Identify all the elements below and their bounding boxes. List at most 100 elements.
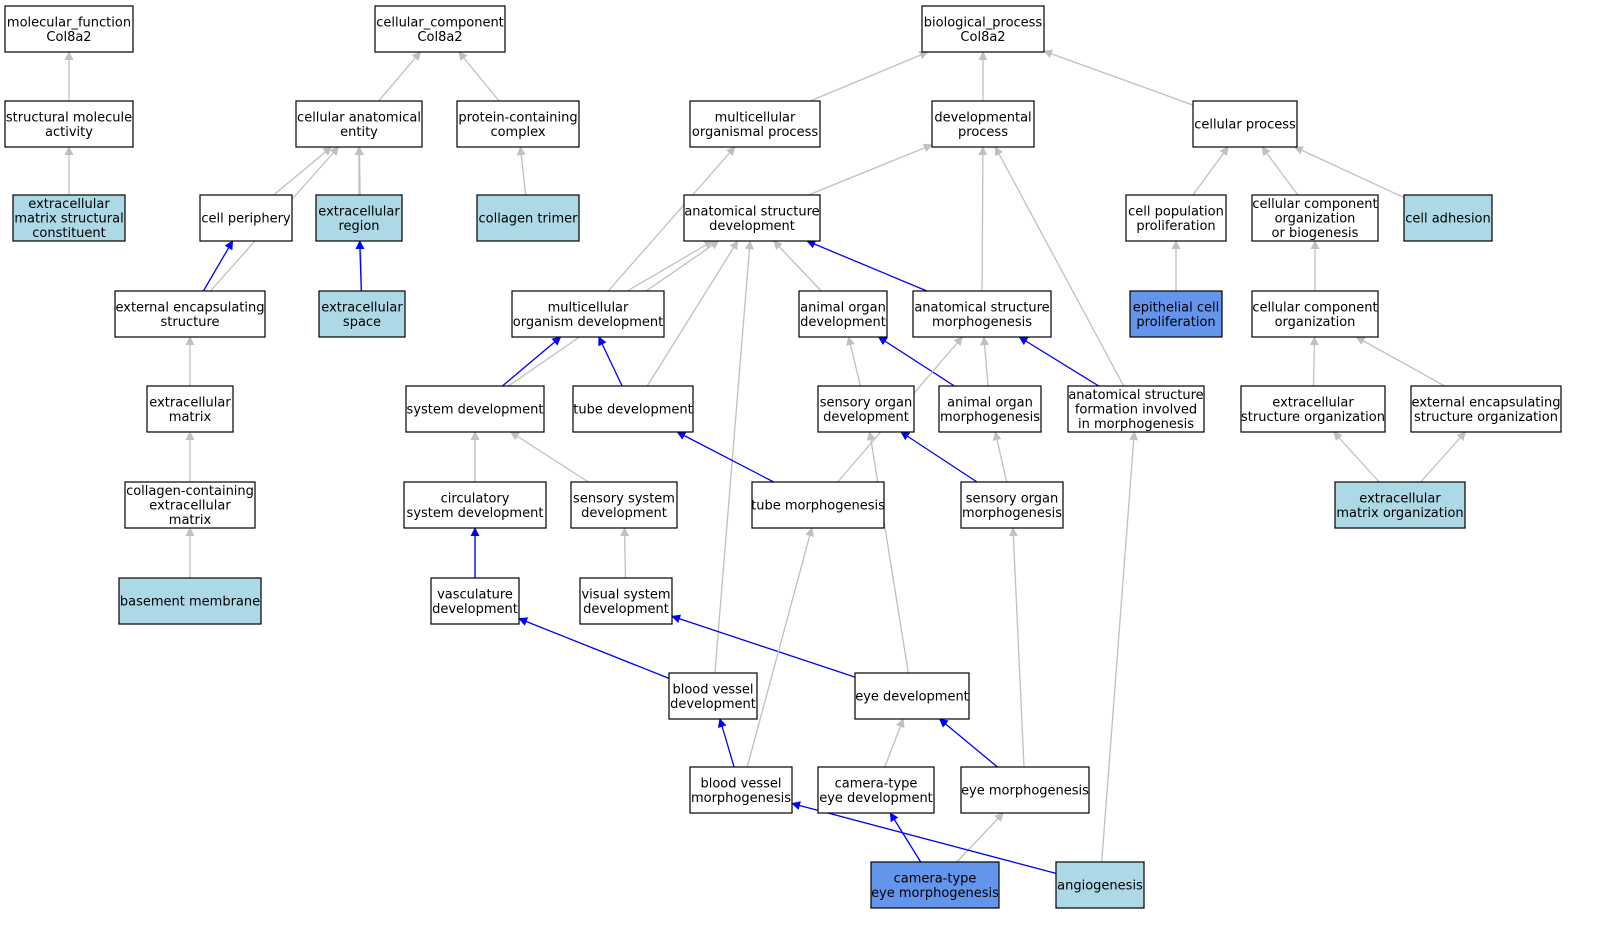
term-node-cellper[interactable]: cell periphery: [199, 194, 293, 242]
edge-part-of: [1018, 336, 1100, 387]
term-label-line: development: [583, 602, 669, 617]
edge-part-of: [501, 336, 562, 387]
term-node-cellp[interactable]: cellular process: [1192, 100, 1298, 148]
edge-is-a: [846, 336, 862, 387]
term-node-tubedev[interactable]: tube development: [572, 385, 694, 433]
term-label-line: external encapsulating: [115, 300, 264, 315]
term-node-eyem[interactable]: eye morphogenesis: [960, 766, 1090, 814]
edge-is-a: [1192, 146, 1229, 196]
term-box: [921, 5, 1045, 53]
edge-is-a: [773, 240, 822, 292]
term-box: [1125, 194, 1227, 242]
term-label-line: visual system: [581, 587, 670, 602]
edge-part-of: [598, 336, 623, 387]
term-label-line: space: [343, 315, 381, 330]
term-label-line: extracellular: [149, 395, 231, 410]
term-label-line: extracellular: [318, 204, 400, 219]
edge-is-a: [746, 527, 815, 768]
term-label-line: Col8a2: [960, 30, 1005, 45]
term-node-tubem[interactable]: tube morphogenesis: [751, 481, 885, 529]
term-label-line: organization: [1275, 212, 1356, 227]
term-label-line: protein-containing: [458, 110, 577, 125]
term-label-line: process: [958, 125, 1008, 140]
term-label-line: anatomical structure: [1068, 388, 1203, 403]
term-box: [1067, 385, 1205, 433]
term-label-line: basement membrane: [120, 595, 260, 610]
term-label-line: cell periphery: [201, 212, 291, 227]
term-label-line: organismal process: [692, 125, 818, 140]
term-node-celladh[interactable]: cell adhesion: [1403, 194, 1493, 242]
term-box: [689, 766, 793, 814]
term-label-line: cellular anatomical: [297, 110, 421, 125]
term-label-line: development: [432, 602, 518, 617]
term-box: [403, 481, 547, 529]
term-label-line: system development: [407, 506, 544, 521]
term-label-line: blood vessel: [672, 682, 753, 697]
term-box: [1251, 290, 1379, 338]
term-label-line: epithelial cell: [1133, 300, 1220, 315]
term-label-line: multicellular: [715, 110, 796, 125]
term-label-line: constituent: [32, 226, 106, 241]
term-box: [751, 481, 885, 529]
term-label-line: eye development: [819, 791, 933, 806]
term-label-line: formation involved: [1075, 403, 1197, 418]
term-label-line: cell adhesion: [1405, 212, 1491, 227]
term-node-angio[interactable]: angiogenesis: [1055, 861, 1145, 909]
term-label-line: biological_process: [924, 15, 1043, 30]
term-label-line: angiogenesis: [1057, 879, 1143, 894]
term-node-coltri[interactable]: collagen trimer: [476, 194, 580, 242]
edge-is-a: [1293, 146, 1405, 199]
term-node-bm[interactable]: basement membrane: [118, 577, 262, 625]
edge-is-a: [980, 336, 990, 387]
term-box: [579, 577, 673, 625]
term-box: [118, 577, 262, 625]
term-node-eyedev[interactable]: eye development: [854, 672, 970, 720]
term-box: [798, 290, 888, 338]
edge-part-of: [806, 239, 928, 292]
term-label-line: extracellular: [1272, 395, 1354, 410]
term-node-sysdev[interactable]: system development: [405, 385, 545, 433]
edges-layer: [64, 49, 1467, 875]
edge-part-of: [202, 240, 234, 292]
edge-is-a: [956, 812, 1004, 863]
edge-is-a: [607, 146, 736, 292]
edge-is-a: [1355, 336, 1445, 387]
